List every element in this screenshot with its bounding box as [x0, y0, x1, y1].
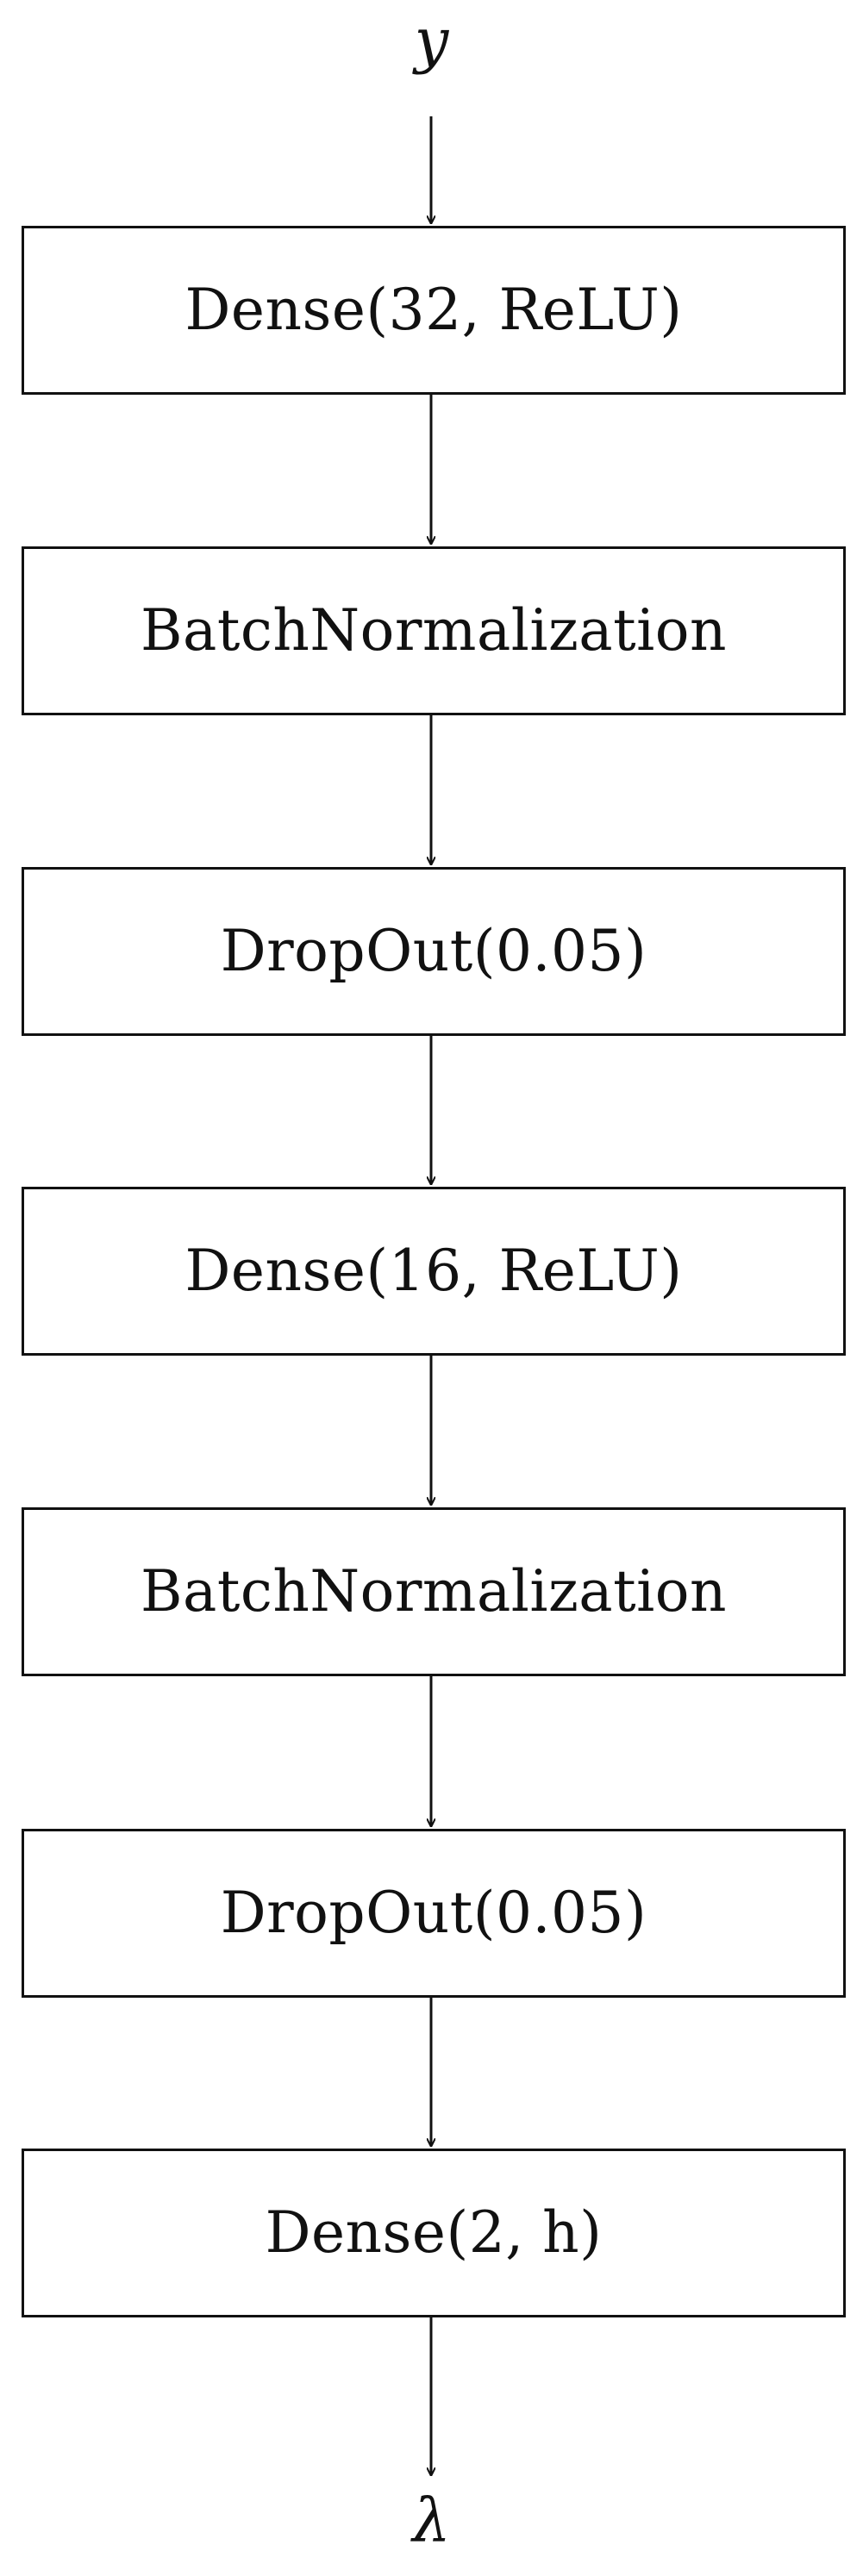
layer-dropout-2: DropOut(0.05) [22, 1829, 846, 1998]
layer-label: BatchNormalization [140, 1558, 728, 1625]
layer-batch-normalization-1: BatchNormalization [22, 546, 846, 715]
layer-batch-normalization-2: BatchNormalization [22, 1507, 846, 1676]
layer-label: Dense(32, ReLU) [184, 277, 683, 343]
layer-dense-32-relu: Dense(32, ReLU) [22, 226, 846, 395]
layer-dense-2-h: Dense(2, h) [22, 2149, 846, 2317]
layer-label: Dense(2, h) [265, 2199, 603, 2266]
layer-label: BatchNormalization [140, 597, 728, 664]
output-variable-label: λ [412, 2486, 451, 2556]
layer-dense-16-relu: Dense(16, ReLU) [22, 1187, 846, 1356]
layer-label: DropOut(0.05) [220, 1880, 647, 1946]
input-variable-label: y [414, 5, 449, 76]
layer-label: DropOut(0.05) [220, 918, 647, 984]
layer-dropout-1: DropOut(0.05) [22, 867, 846, 1036]
layer-label: Dense(16, ReLU) [184, 1238, 683, 1304]
